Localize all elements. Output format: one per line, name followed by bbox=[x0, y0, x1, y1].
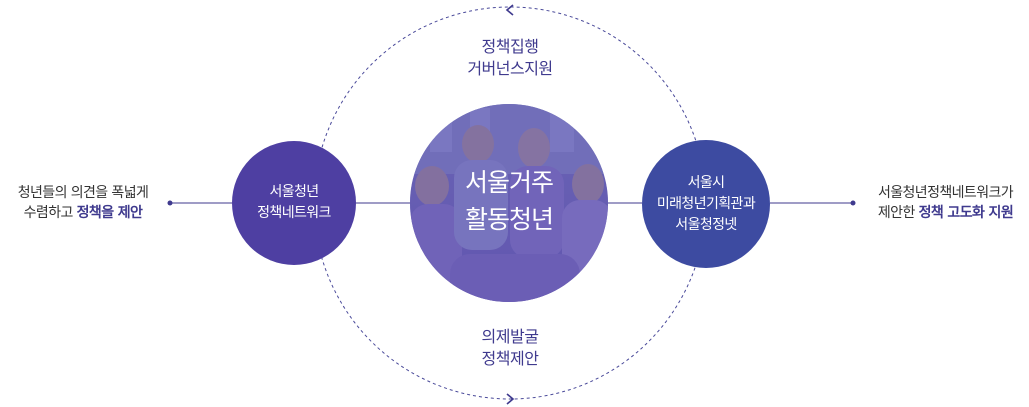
top-cycle-label: 정책집행 거버넌스지원 bbox=[410, 36, 610, 80]
youth-photo-image bbox=[410, 104, 608, 302]
seoul-resident-youth-node: 서울거주 활동청년 bbox=[410, 104, 608, 302]
bottom-cycle-label: 의제발굴 정책제안 bbox=[410, 326, 610, 370]
right-description-highlight: 정책 고도화 지원 bbox=[918, 205, 1014, 221]
left-description-line: 수렴하고 정책을 제안 bbox=[0, 203, 166, 223]
right-description: 서울청년정책네트워크가 제안한 정책 고도화 지원 bbox=[862, 183, 1029, 223]
right-description-line: 제안한 정책 고도화 지원 bbox=[862, 203, 1029, 223]
left-endpoint-dot bbox=[167, 200, 173, 206]
left-node-line: 서울청년 bbox=[269, 184, 319, 200]
center-node-line: 서울거주 bbox=[464, 168, 554, 197]
top-arrow-icon bbox=[505, 4, 514, 16]
bottom-arrow-icon bbox=[506, 393, 515, 405]
future-youth-planning-office-node: 서울시 미래청년기획관과 서울청정넷 bbox=[642, 140, 770, 268]
bottom-label-line: 정책제안 bbox=[481, 349, 539, 368]
bottom-label-line: 의제발굴 bbox=[481, 327, 539, 346]
right-node-line: 미래청년기획관과 bbox=[656, 195, 756, 212]
left-description: 청년들의 의견을 폭넓게 수렴하고 정책을 제안 bbox=[0, 183, 166, 223]
left-description-highlight: 정책을 제안 bbox=[76, 205, 143, 221]
right-node-line: 서울시 bbox=[687, 174, 725, 191]
right-description-line: 서울청년정책네트워크가 bbox=[877, 185, 1014, 201]
seoul-youth-policy-network-node: 서울청년 정책네트워크 bbox=[232, 141, 356, 265]
right-node-line: 서울청정넷 bbox=[675, 216, 737, 233]
top-label-line: 정책집행 bbox=[481, 37, 539, 56]
right-description-plain: 제안한 bbox=[877, 205, 919, 221]
left-node-line: 정책네트워크 bbox=[257, 205, 331, 221]
center-node-line: 활동청년 bbox=[464, 205, 554, 234]
right-endpoint-dot bbox=[850, 200, 856, 206]
top-label-line: 거버넌스지원 bbox=[467, 59, 553, 78]
left-description-plain: 수렴하고 bbox=[23, 205, 77, 221]
left-description-line: 청년들의 의견을 폭넓게 bbox=[17, 185, 149, 201]
